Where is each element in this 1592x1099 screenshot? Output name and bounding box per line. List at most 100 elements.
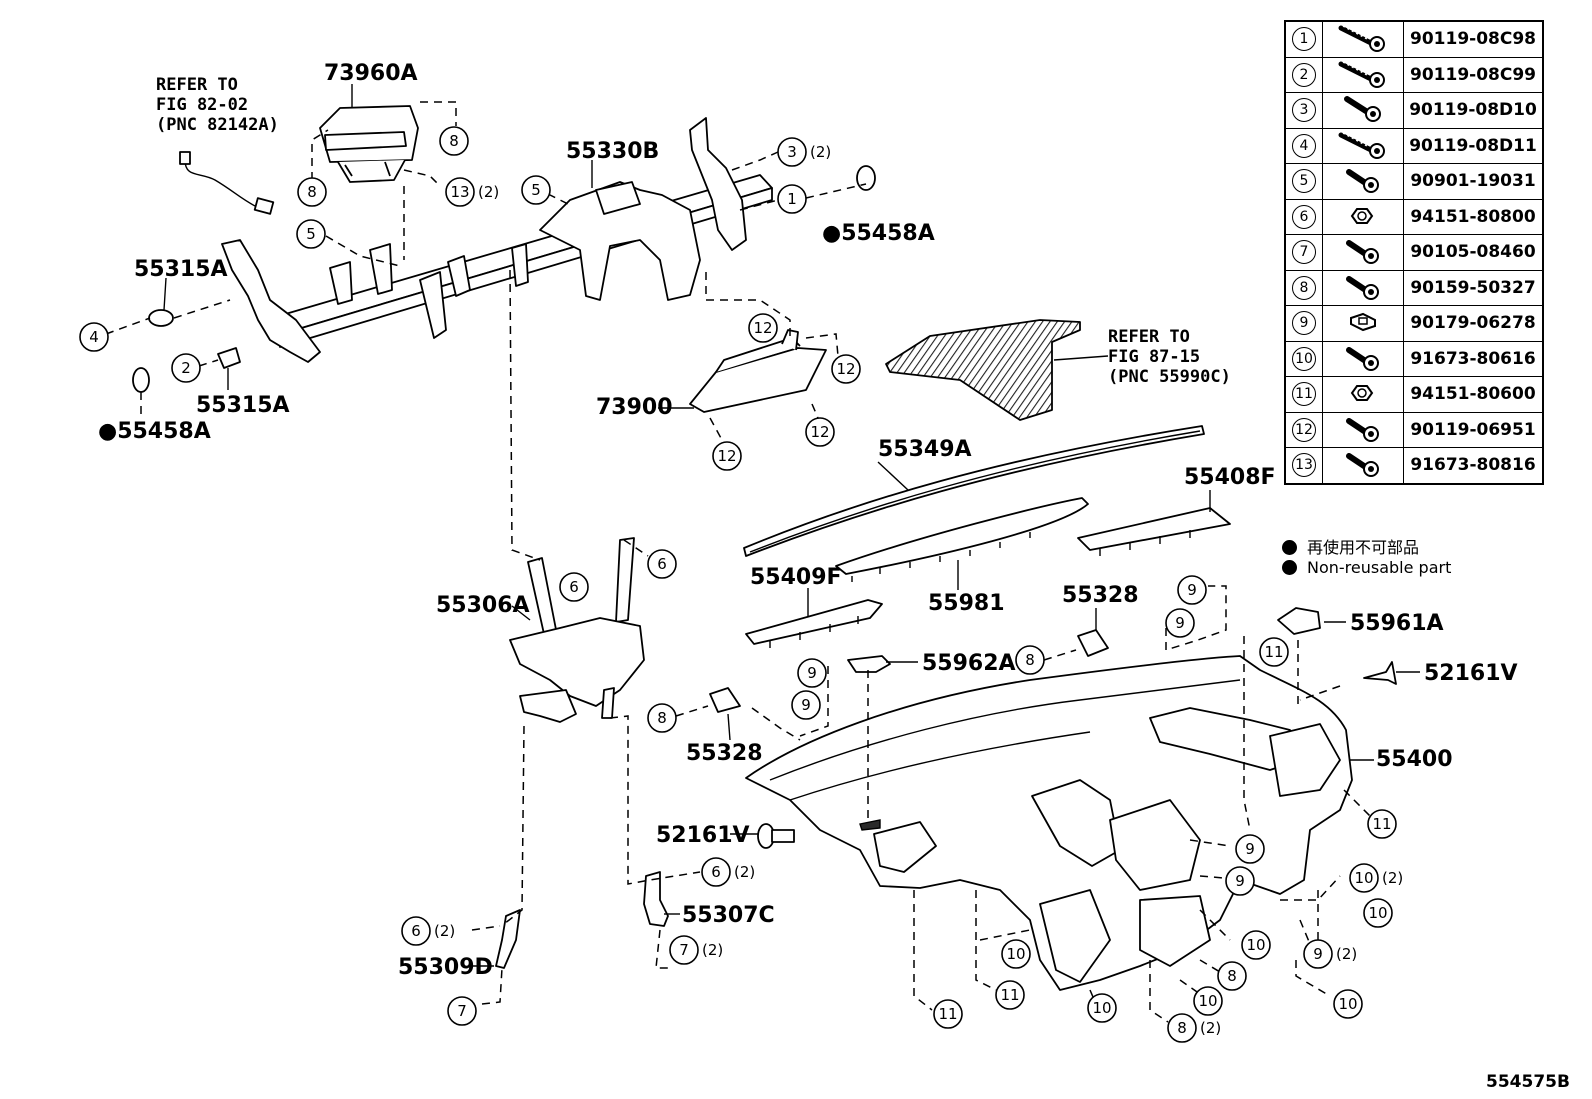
svg-text:5: 5 xyxy=(306,225,316,243)
panel-strip-55349A xyxy=(743,425,1205,557)
label-55315A-top: 55315A xyxy=(134,257,228,282)
bolt-long-icon xyxy=(1338,132,1385,159)
svg-text:12: 12 xyxy=(836,360,855,378)
svg-text:3: 3 xyxy=(787,143,797,161)
legend-ref-number: 7 xyxy=(1292,240,1316,265)
label-55981: 55981 xyxy=(928,591,1005,616)
non-reusable-note-en: Non-reusable part xyxy=(1282,558,1451,577)
callout-10: 10 xyxy=(1241,930,1271,960)
svg-text:10: 10 xyxy=(1354,869,1373,887)
label-55409F: 55409F xyxy=(750,565,842,590)
bullet-dot-icon xyxy=(1282,540,1297,555)
label-73960A: 73960A xyxy=(324,61,418,86)
screw-icon xyxy=(1346,240,1379,265)
cap-55458A-left xyxy=(132,367,150,393)
legend-part-number: 94151-80800 xyxy=(1403,198,1544,235)
reinforcement-beam-55330B xyxy=(221,117,773,363)
svg-text:9: 9 xyxy=(1187,581,1197,599)
callout-5: 5 xyxy=(296,219,326,249)
wire-harness xyxy=(179,151,275,215)
svg-text:7: 7 xyxy=(679,941,689,959)
bolt-long-icon xyxy=(1338,25,1385,53)
legend-ref-cell: 6 xyxy=(1284,198,1323,235)
leader-lines xyxy=(105,101,1371,1023)
non-reusable-note-jp: 再使用不可部品 xyxy=(1282,534,1419,558)
svg-text:11: 11 xyxy=(1372,815,1391,833)
legend-ref-cell: 8 xyxy=(1284,269,1323,306)
callout-6: 6 xyxy=(701,857,731,887)
label-55349A: 55349A xyxy=(878,437,972,462)
svg-text:11: 11 xyxy=(938,1005,957,1023)
legend-ref-number: 11 xyxy=(1292,382,1316,407)
svg-text:6: 6 xyxy=(569,578,579,596)
svg-text:11: 11 xyxy=(1264,643,1283,661)
callout-9: 9 xyxy=(797,658,827,688)
label-52161V-left: 52161V xyxy=(656,823,750,848)
svg-text:(2): (2) xyxy=(1382,869,1403,887)
svg-text:REFER TO: REFER TO xyxy=(1108,327,1190,347)
callout-10: 10 xyxy=(1087,993,1117,1023)
callout-7: 7 xyxy=(669,935,699,965)
legend-part-number: 90119-08C99 xyxy=(1403,56,1544,93)
svg-text:6: 6 xyxy=(411,922,421,940)
label-55408F: 55408F xyxy=(1184,465,1276,490)
screw-icon xyxy=(1346,275,1379,300)
knee-airbag-73900 xyxy=(689,329,827,413)
legend-ref-number: 3 xyxy=(1292,98,1316,123)
callout-13: 13 xyxy=(445,177,475,207)
legend-ref-cell: 9 xyxy=(1284,305,1323,342)
legend-part-number: 94151-80600 xyxy=(1403,376,1544,413)
svg-text:8: 8 xyxy=(307,183,317,201)
legend-ref-cell: 4 xyxy=(1284,127,1323,164)
callout-10: 10 xyxy=(1333,989,1363,1019)
clip-52161V-left xyxy=(757,823,795,849)
callout-10: 10 xyxy=(1349,863,1379,893)
callout-10: 10 xyxy=(1363,898,1393,928)
callout-11: 11 xyxy=(1259,637,1289,667)
callout-8: 8 xyxy=(1167,1013,1197,1043)
svg-text:7: 7 xyxy=(457,1002,467,1020)
svg-text:10: 10 xyxy=(1092,999,1111,1017)
svg-text:9: 9 xyxy=(1175,614,1185,632)
svg-text:8: 8 xyxy=(657,709,667,727)
nut-icon xyxy=(1350,385,1374,402)
svg-text:(PNC 82142A): (PNC 82142A) xyxy=(156,115,279,135)
callout-7: 7 xyxy=(447,996,477,1026)
screw-icon xyxy=(1346,169,1379,194)
svg-text:8: 8 xyxy=(1177,1019,1187,1037)
svg-text:(2): (2) xyxy=(434,922,455,940)
legend-ref-cell: 2 xyxy=(1284,56,1323,93)
callout-9: 9 xyxy=(1225,866,1255,896)
callout-1: 1 xyxy=(777,184,807,214)
callout-9: 9 xyxy=(1165,608,1195,638)
bolt-icon xyxy=(1344,96,1381,123)
legend-ref-cell: 5 xyxy=(1284,163,1323,200)
garnish-55981 xyxy=(835,497,1089,582)
legend-ref-number: 5 xyxy=(1292,169,1316,194)
airbag-module-73960A xyxy=(319,105,419,183)
svg-text:(PNC 55990C): (PNC 55990C) xyxy=(1108,367,1231,387)
legend-icon-cell xyxy=(1322,163,1404,200)
screw-icon xyxy=(1346,346,1379,371)
legend-icon-cell xyxy=(1322,340,1404,377)
callout-6: 6 xyxy=(647,549,677,579)
legend-ref-number: 10 xyxy=(1292,346,1316,371)
bushing-55315A-top xyxy=(148,309,174,327)
callout-2: 2 xyxy=(171,353,201,383)
screw-icon xyxy=(1346,417,1379,442)
callout-8: 8 xyxy=(439,126,469,156)
callout-12: 12 xyxy=(805,417,835,447)
legend-part-number: 90119-08D10 xyxy=(1403,92,1544,129)
callout-12: 12 xyxy=(712,441,742,471)
clip-nut-icon xyxy=(1350,313,1376,332)
svg-text:(2): (2) xyxy=(1336,945,1357,963)
callout-9: 9 xyxy=(791,690,821,720)
legend-ref-number: 13 xyxy=(1292,453,1316,478)
legend-icon-cell xyxy=(1322,56,1404,93)
instrument-panel-55400 xyxy=(745,655,1353,991)
callout-11: 11 xyxy=(995,980,1025,1010)
label-55307C: 55307C xyxy=(682,903,775,928)
